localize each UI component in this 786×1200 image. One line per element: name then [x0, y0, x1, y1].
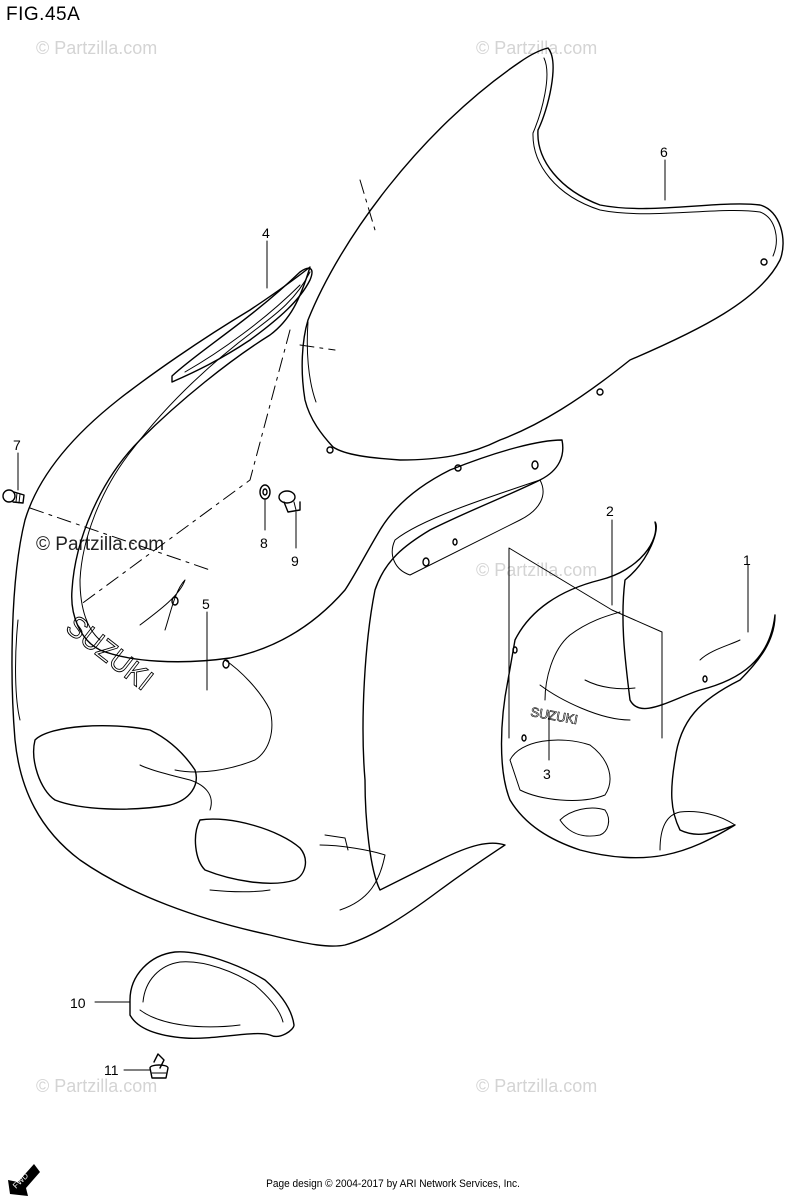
- callout-6[interactable]: 6: [660, 144, 668, 160]
- well-nut-part-9[interactable]: [278, 490, 301, 513]
- callout-4[interactable]: 4: [262, 225, 270, 241]
- windscreen-part-6[interactable]: [299, 47, 784, 472]
- callout-9[interactable]: 9: [291, 553, 299, 569]
- screw-part-7[interactable]: [2, 489, 25, 504]
- small-cowl-logo: SUZUKI: [529, 704, 579, 727]
- fwd-arrow-icon: FWD: [8, 1164, 40, 1196]
- figure-title: FIG.45A: [6, 4, 81, 25]
- windscreen-hole: [326, 446, 334, 454]
- watermark-bottom-right: © Partzilla.com: [476, 1076, 598, 1096]
- cowl-stay-part-4[interactable]: [171, 267, 313, 383]
- footer-copyright: Page design © 2004-2017 by ARI Network S…: [266, 1178, 520, 1190]
- callout-7[interactable]: 7: [13, 437, 21, 453]
- cowl-assembly-small[interactable]: SUZUKI: [500, 521, 776, 859]
- callout-3[interactable]: 3: [543, 766, 551, 782]
- leader-lines: [17, 159, 749, 1071]
- callout-1[interactable]: 1: [743, 552, 751, 568]
- callout-5[interactable]: 5: [202, 596, 210, 612]
- main-cowl-logo: SUZUKI: [59, 609, 158, 697]
- watermark-middle-right: © Partzilla.com: [476, 560, 598, 580]
- lower-cover-part-10[interactable]: [129, 951, 295, 1039]
- washer-part-8[interactable]: [259, 484, 271, 500]
- windscreen-hole: [596, 388, 604, 396]
- upper-cowl-part-5[interactable]: SUZUKI: [11, 266, 564, 947]
- callout-11[interactable]: 11: [104, 1062, 119, 1078]
- watermark-emphasized: © Partzilla.com: [36, 534, 165, 555]
- callout-8[interactable]: 8: [260, 535, 268, 551]
- callout-10[interactable]: 10: [70, 995, 86, 1011]
- windscreen-hole: [760, 258, 768, 266]
- callout-2[interactable]: 2: [606, 503, 614, 519]
- watermark-bottom-left: © Partzilla.com: [36, 1076, 158, 1096]
- headlight-opening-left: [33, 725, 197, 810]
- headlight-opening-right: [194, 818, 307, 884]
- watermark-top-right: © Partzilla.com: [476, 38, 598, 58]
- clip-part-11[interactable]: [149, 1053, 169, 1079]
- watermark-top-left: © Partzilla.com: [36, 38, 158, 58]
